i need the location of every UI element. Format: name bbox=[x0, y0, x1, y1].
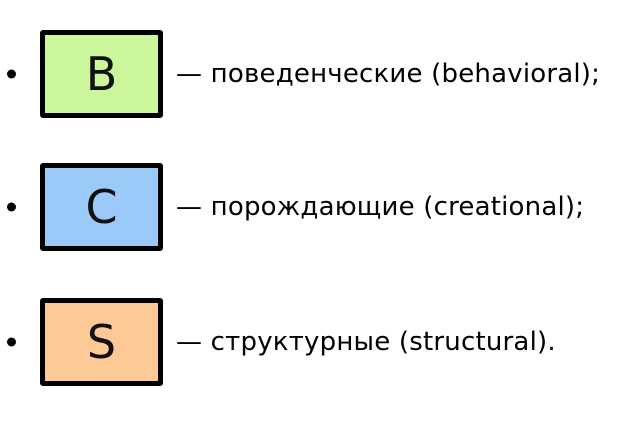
legend-item-behavioral: B — поведенческие (behavioral); bbox=[0, 30, 644, 118]
bullet-marker bbox=[7, 69, 16, 79]
category-letter: S bbox=[86, 315, 117, 369]
legend-item-creational: C — порождающие (creational); bbox=[0, 163, 644, 251]
category-box-behavioral: B bbox=[40, 30, 163, 118]
category-box-creational: C bbox=[40, 163, 163, 251]
legend-item-structural: S — структурные (structural). bbox=[0, 298, 644, 386]
category-letter: B bbox=[85, 47, 118, 101]
category-letter: C bbox=[85, 180, 118, 234]
category-label: — порождающие (creational); bbox=[176, 192, 585, 222]
category-box-structural: S bbox=[40, 298, 163, 386]
category-label: — структурные (structural). bbox=[176, 327, 556, 357]
bullet-marker bbox=[7, 337, 16, 347]
category-label: — поведенческие (behavioral); bbox=[176, 59, 601, 89]
bullet-marker bbox=[7, 202, 16, 212]
